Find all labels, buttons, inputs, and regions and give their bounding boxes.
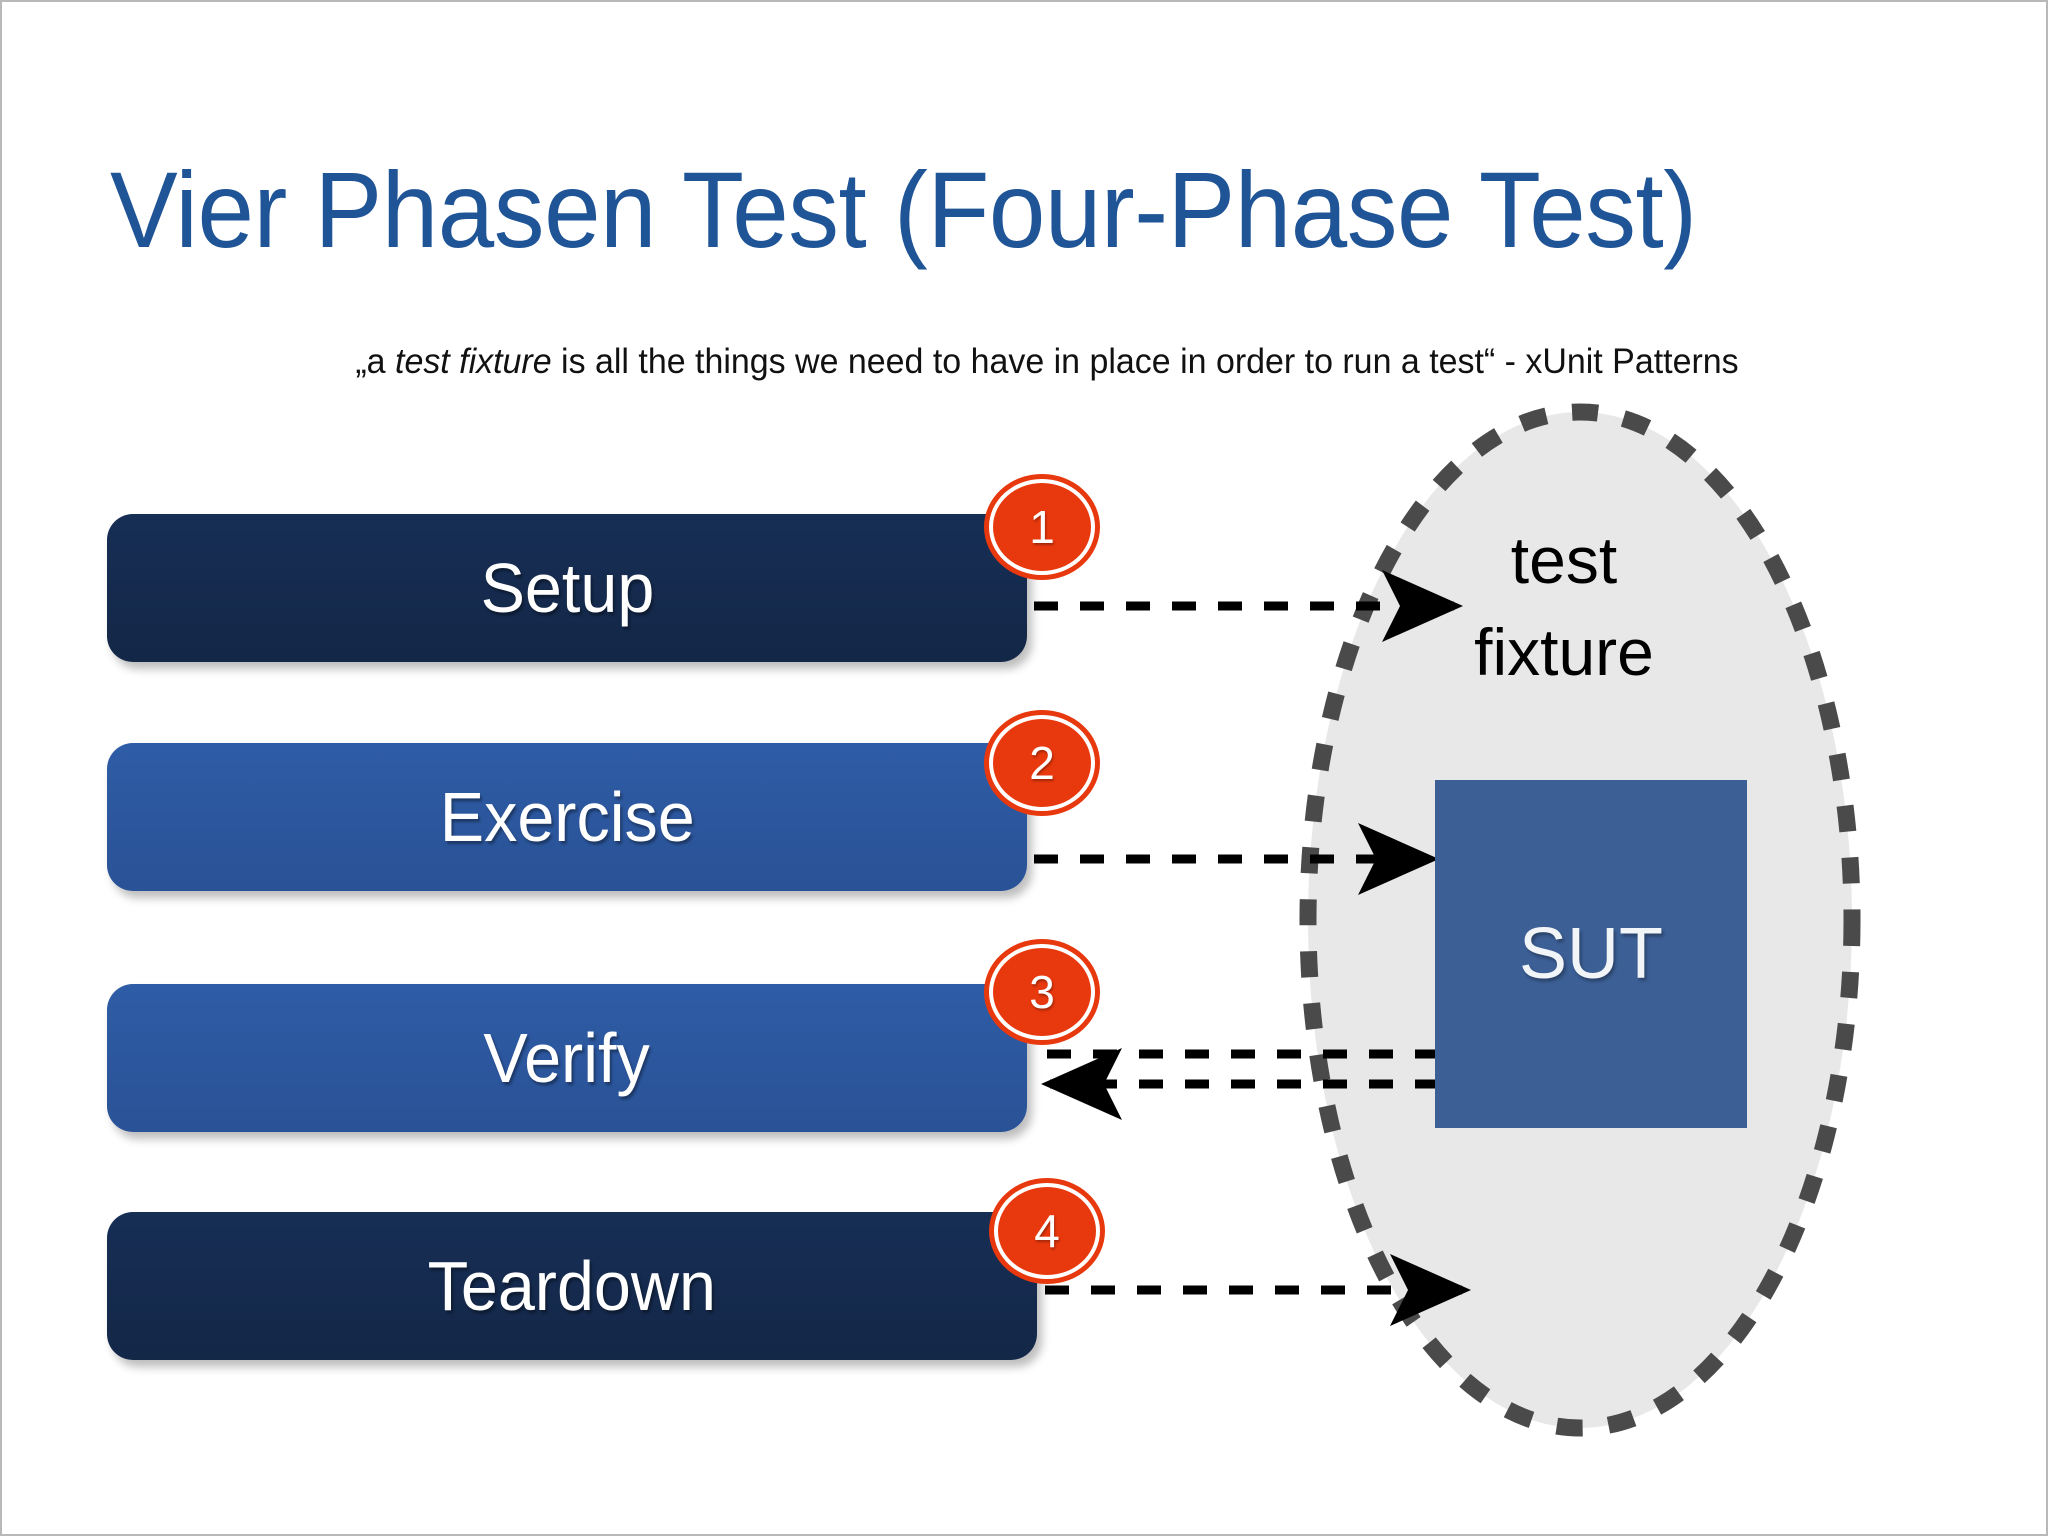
phase-badge-2[interactable]: 2	[1000, 726, 1084, 800]
phase-label-exercise: Exercise	[439, 778, 695, 856]
page-title: Vier Phasen Test (Four-Phase Test)	[110, 149, 1697, 270]
phase-label-verify: Verify	[483, 1019, 651, 1097]
phase-bar-exercise[interactable]: Exercise	[107, 743, 1027, 891]
sut-label: SUT	[1519, 914, 1663, 994]
phase-bar-verify[interactable]: Verify	[107, 984, 1027, 1132]
phase-badge-1-number: 1	[1029, 501, 1055, 553]
subtitle-quote: „a test fixture is all the things we nee…	[179, 340, 1915, 384]
phase-badge-2-number: 2	[1029, 737, 1055, 789]
subtitle-before: „a	[355, 342, 396, 381]
phase-label-teardown: Teardown	[427, 1247, 717, 1325]
phase-bar-setup[interactable]: Setup	[107, 514, 1027, 662]
phase-badge-4-number: 4	[1034, 1205, 1060, 1257]
subtitle-after: is all the things we need to have in pla…	[551, 342, 1739, 381]
sut-box[interactable]: SUT	[1435, 780, 1747, 1128]
test-fixture-label: test fixture	[1474, 523, 1654, 689]
subtitle-italic-term: test fixture	[395, 342, 552, 381]
phase-badge-3-number: 3	[1029, 966, 1055, 1018]
phase-bar-teardown[interactable]: Teardown	[107, 1212, 1037, 1360]
phase-badge-3[interactable]: 3	[1000, 955, 1084, 1029]
phase-badge-4[interactable]: 4	[1005, 1194, 1089, 1268]
phase-badge-1[interactable]: 1	[1000, 490, 1084, 564]
phase-label-setup: Setup	[480, 549, 654, 627]
